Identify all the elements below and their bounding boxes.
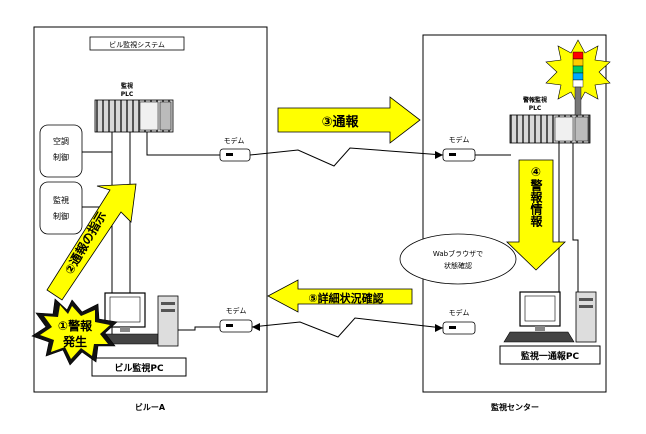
center-pc-label: 監視一通報PC: [521, 350, 580, 362]
center-caption: 監視センター: [491, 402, 539, 412]
building-plc-label-2: PLC: [121, 91, 134, 98]
center-plc-label-1: 警報監視: [522, 96, 547, 104]
center-pc-label-box: [499, 345, 601, 365]
system-label: ビル監視システム: [109, 40, 165, 49]
step5-label: ⑤詳細状況確認: [308, 291, 383, 305]
step1-label-1: ①警報: [58, 318, 93, 333]
building-plc: [94, 99, 174, 133]
browser-bubble-label-1: Wabブラウザで: [433, 249, 483, 258]
building-modem-bottom: [219, 319, 253, 333]
step1-label-2: 発生: [62, 334, 87, 349]
browser-bubble-label-2: 状態確認: [444, 261, 472, 270]
building-modem-top-label: モデム: [224, 136, 245, 145]
center-modem-top: [442, 148, 476, 162]
step5-arrow: [267, 279, 413, 313]
step4-arrow: [506, 159, 566, 271]
step2-arrow: [46, 183, 137, 301]
center-frame: [422, 34, 607, 393]
center-plc: [509, 114, 591, 144]
phone-line-bottom: [251, 317, 444, 338]
center-plc-label-2: PLC: [529, 105, 542, 112]
aircon-control-label-1: 空調: [53, 136, 69, 146]
building-pc-label: ビル監視PC: [114, 362, 164, 374]
aircon-control-label-2: 制御: [53, 152, 69, 162]
building-pc-label-box: [91, 357, 187, 377]
building-modem-top: [219, 148, 251, 162]
signal-tower-icon: [572, 51, 584, 116]
center-modem-bottom-label: モデム: [449, 308, 470, 317]
center-modem-top-label: モデム: [449, 135, 470, 144]
monitor-control-box: [39, 181, 83, 235]
step3-arrow: [277, 96, 421, 144]
building-plc-label-1: 監視: [121, 82, 133, 90]
phone-line-top: [249, 147, 444, 167]
center-wiring: [475, 140, 579, 300]
system-label-box: [89, 36, 185, 51]
building-modem-bottom-label: モデム: [226, 306, 247, 315]
monitor-control-label-1: 監視: [53, 195, 69, 205]
center-pc: [503, 291, 597, 343]
building-caption: ビルーA: [135, 402, 166, 412]
step3-label: ③通報: [321, 114, 359, 130]
monitor-control-label-2: 制御: [53, 211, 69, 221]
aircon-control-box: [39, 124, 83, 178]
building-frame: [33, 26, 268, 393]
step4-label: ④警報情報: [529, 165, 543, 228]
browser-bubble: [399, 233, 517, 285]
center-modem-bottom: [442, 321, 476, 335]
